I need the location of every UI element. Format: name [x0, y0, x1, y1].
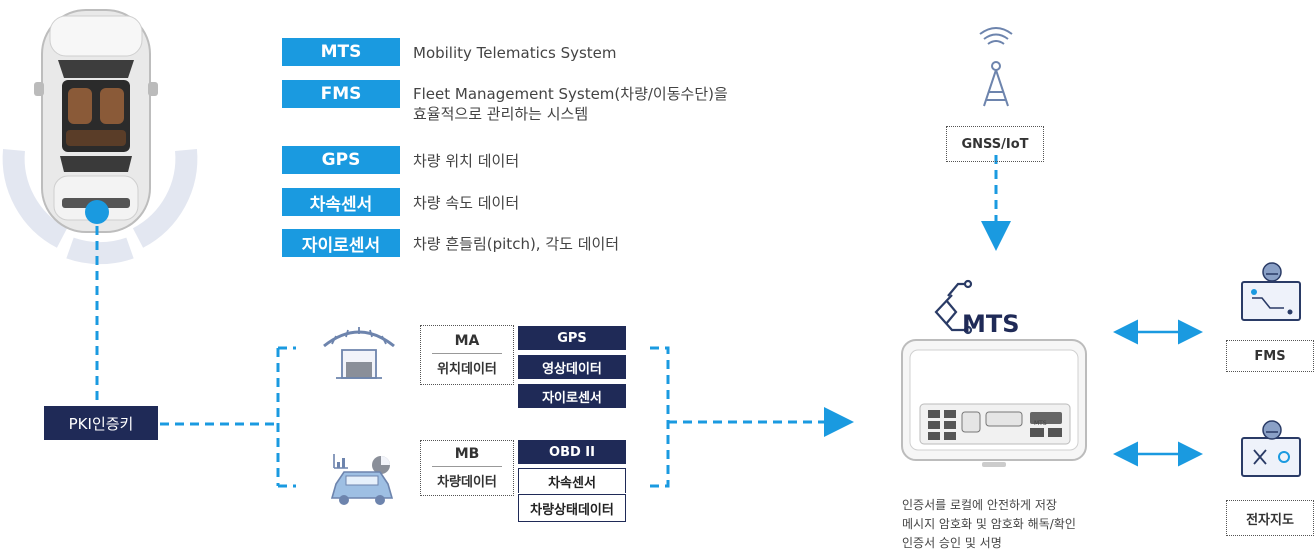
mts-note-1: 인증서를 로컬에 안전하게 저장: [902, 498, 1057, 512]
legend-desc-gyro-sensor: 차량 흔들림(pitch), 각도 데이터: [413, 235, 620, 253]
bidirectional-arrows: [1113, 319, 1203, 467]
map-tools-icon: [1241, 420, 1301, 477]
ma-item-gps: GPS: [518, 326, 626, 350]
legend-desc-gps: 차량 위치 데이터: [413, 152, 520, 170]
mb-item-speed-sensor: 차속센서: [518, 468, 626, 493]
ma-item-video: 영상데이터: [518, 355, 626, 379]
ma-divider: [432, 353, 502, 354]
car-top-view-icon: [34, 9, 158, 233]
mts-note-3: 인증서 승인 및 서명: [902, 536, 1002, 550]
legend-tag-gps: GPS: [282, 146, 400, 174]
mb-divider: [432, 466, 502, 467]
ma-item-gyro: 자이로센서: [518, 384, 626, 408]
mts-logo-icon: [934, 279, 973, 335]
legend-desc-fms: Fleet Management System(차량/이동수단)을 효율적으로 …: [413, 85, 728, 123]
legend-tag-fms: FMS: [282, 80, 400, 108]
mb-item-vehicle-status: 차량상태데이터: [518, 494, 626, 522]
legend-tag-mts: MTS: [282, 38, 400, 66]
mb-item-obd: OBD II: [518, 440, 626, 464]
gnss-iot-label: GNSS/IoT: [946, 126, 1044, 162]
pki-key-label: PKI인증키: [44, 406, 158, 440]
e-map-label: 전자지도: [1226, 500, 1314, 536]
gantry-camera-icon: [323, 327, 395, 379]
vehicle-data-icon: [330, 454, 394, 505]
mb-box: MB 차량데이터: [420, 440, 514, 496]
mb-subtitle: 차량데이터: [437, 475, 497, 490]
legend-desc-mts: Mobility Telematics System: [413, 44, 617, 62]
mb-title: MB: [454, 446, 480, 462]
mts-device-icon: [901, 339, 1087, 467]
ma-box: MA 위치데이터: [420, 325, 514, 385]
gnss-tower-icon: [979, 27, 1013, 107]
legend-desc-speed-sensor: 차량 속도 데이터: [413, 194, 520, 212]
connector-lines: [95, 155, 1011, 488]
device-screen-label: MTS: [1034, 420, 1047, 427]
sensor-dot: [85, 200, 109, 224]
ma-title: MA: [454, 333, 480, 349]
legend-tag-gyro-sensor: 자이로센서: [282, 229, 400, 257]
fms-map-icon: [1241, 262, 1301, 321]
ma-subtitle: 위치데이터: [437, 362, 497, 377]
sensor-arcs: [2, 149, 198, 265]
mts-logo-text: MTS: [962, 310, 1020, 338]
legend-tag-speed-sensor: 차속센서: [282, 188, 400, 216]
fms-label: FMS: [1226, 340, 1314, 372]
mts-note-2: 메시지 암호화 및 암호화 해독/확인: [902, 517, 1076, 531]
